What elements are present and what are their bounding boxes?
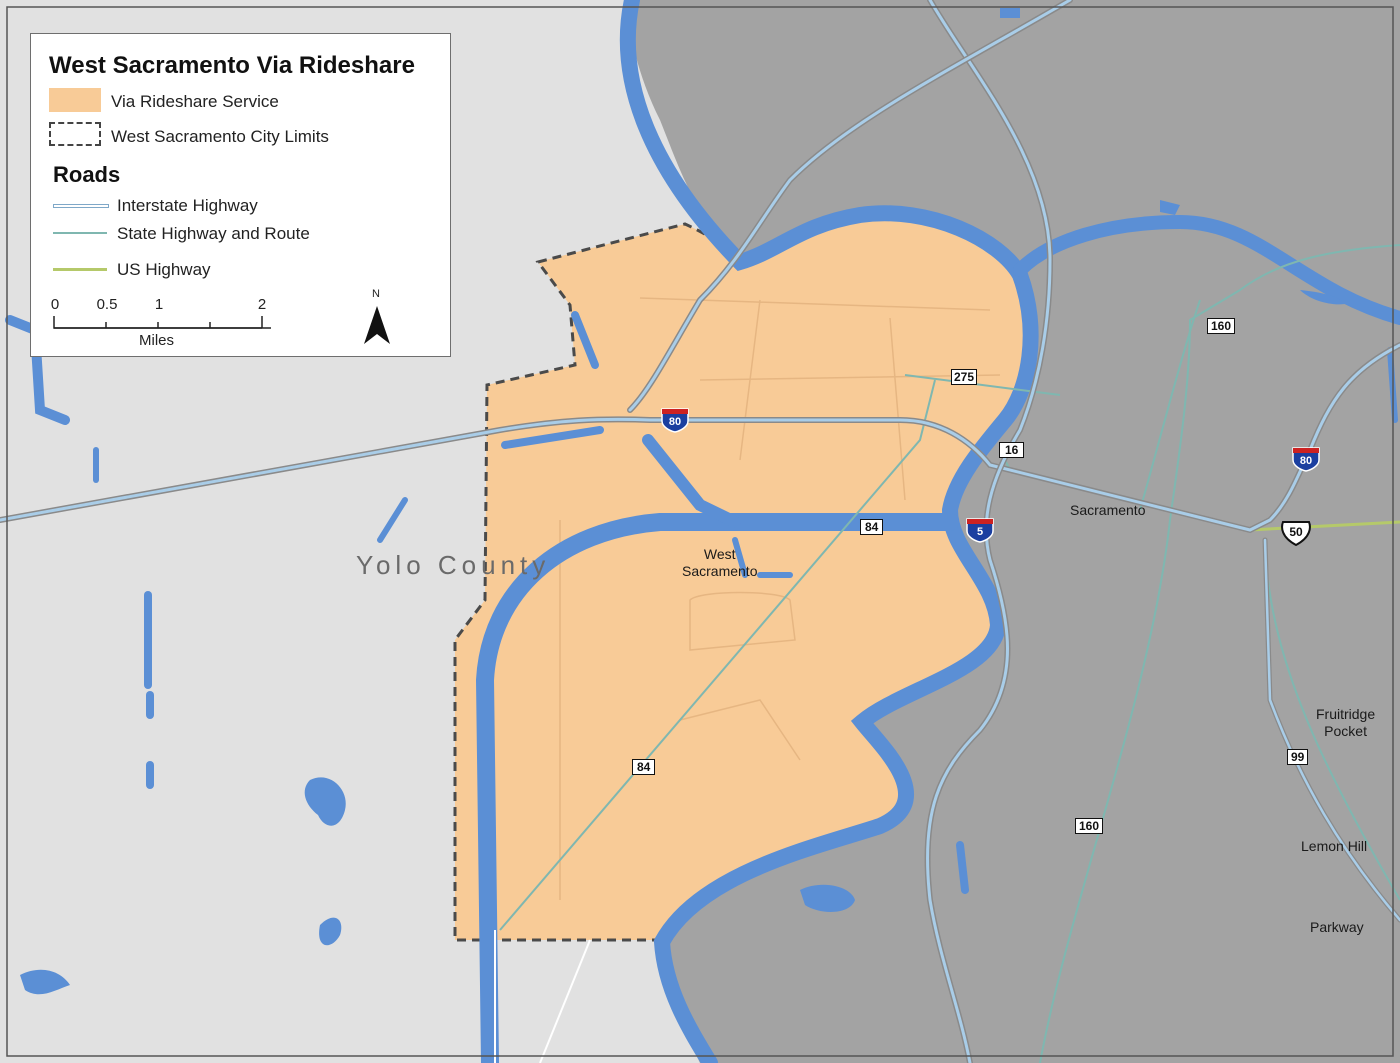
lakes: [20, 8, 1345, 995]
sr160-south-shield[interactable]: 160: [1075, 818, 1104, 834]
yolo-county-label: Yolo County: [356, 550, 551, 580]
service-area-legend-label: Via Rideshare Service: [111, 92, 279, 111]
scale-label-0-5: 0.5: [96, 296, 118, 313]
city-limits-legend-label: West Sacramento City Limits: [111, 127, 329, 146]
sacramento-label: Sacramento: [1070, 502, 1146, 518]
north-label: N: [372, 288, 380, 300]
us-highway-50: [1249, 520, 1400, 532]
sr275-shield[interactable]: 275: [951, 369, 978, 385]
us50-shield[interactable]: 50: [1279, 519, 1313, 547]
i80-east-shield[interactable]: 80: [1291, 446, 1321, 472]
interstate-swatch: [53, 204, 109, 208]
local-road-south-2: [539, 939, 591, 1063]
legend-title: West Sacramento Via Rideshare: [49, 52, 415, 79]
i80-west-number: 80: [668, 416, 682, 428]
lemon-hill-label: Lemon Hill: [1301, 838, 1368, 854]
rivers: [5, 0, 1400, 1063]
fruitridge-line1: Fruitridge: [1316, 706, 1376, 722]
sr16-shield[interactable]: 16: [999, 442, 1025, 458]
i5-shield[interactable]: 5: [965, 517, 995, 543]
city-limits-swatch: [49, 122, 101, 146]
west-sacramento-line1: West: [703, 546, 736, 562]
roads-heading: Roads: [53, 162, 121, 187]
i80-east-number: 80: [1299, 455, 1313, 467]
parkway-label: Parkway: [1310, 919, 1364, 935]
service-area-swatch: [49, 88, 101, 112]
sr84-south-shield[interactable]: 84: [632, 759, 656, 775]
west-sacramento-label: West Sacramento: [682, 546, 757, 580]
fruitridge-pocket-label: Fruitridge Pocket: [1316, 706, 1375, 740]
interstate-legend-label: Interstate Highway: [117, 196, 258, 215]
west-sacramento-line2: Sacramento: [682, 563, 758, 579]
sr84-north-shield[interactable]: 84: [860, 519, 884, 535]
scale-label-0: 0: [50, 296, 60, 313]
sr99-shield[interactable]: 99: [1287, 749, 1309, 765]
us-highway-legend-label: US Highway: [117, 260, 211, 279]
map-frame: [6, 6, 1394, 1057]
i5-number: 5: [976, 526, 984, 538]
north-arrow-icon: [364, 306, 390, 344]
state-highway-swatch: [53, 232, 107, 234]
east-land: [625, 0, 1400, 1063]
us50-number: 50: [1289, 525, 1303, 539]
us-highway-swatch: [53, 268, 107, 271]
state-highway-legend-label: State Highway and Route: [117, 224, 310, 243]
scale-label-2: 2: [257, 296, 267, 313]
map-legend: West Sacramento Via Rideshare Via Ridesh…: [30, 33, 451, 357]
fruitridge-line2: Pocket: [1324, 723, 1367, 739]
sr160-north-shield[interactable]: 160: [1207, 318, 1236, 334]
i80-west-shield[interactable]: 80: [660, 407, 690, 433]
scale-unit-label: Miles: [139, 332, 175, 349]
scale-bar: [53, 316, 271, 329]
scale-label-1: 1: [154, 296, 164, 313]
